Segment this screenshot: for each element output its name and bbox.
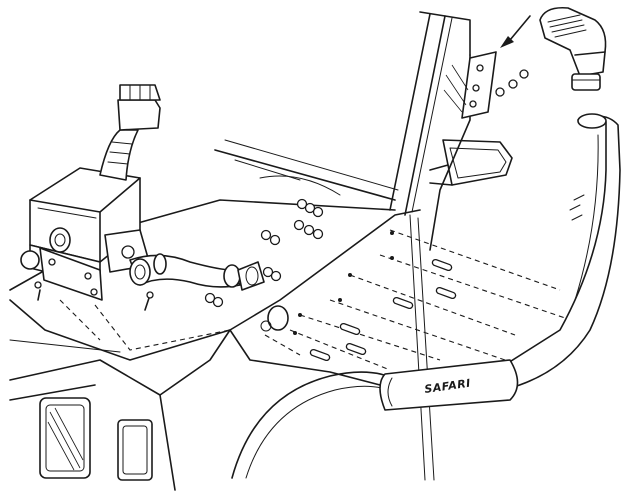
fasteners xyxy=(204,198,324,308)
windscreen-frame-top xyxy=(419,11,471,56)
a-pillar-inner xyxy=(389,13,431,211)
ram-head-collar xyxy=(571,73,601,91)
mounting-studs xyxy=(260,231,457,362)
airbox-top-pipe xyxy=(99,129,139,181)
snorkel-entry-hole xyxy=(267,305,289,331)
bracket-nut xyxy=(495,87,505,97)
grille-panel xyxy=(9,359,176,491)
airbox-inlet xyxy=(49,227,71,253)
ram-head-shell xyxy=(539,6,607,77)
a-pillar-outer xyxy=(404,15,446,216)
hose-clamp xyxy=(129,258,151,286)
door-shut-line xyxy=(409,214,426,481)
side-mirror xyxy=(429,139,513,186)
fender-top xyxy=(229,209,421,331)
fit-arrow-icon xyxy=(500,36,514,48)
mounting-bracket xyxy=(443,51,529,119)
headlight xyxy=(39,397,91,479)
snorkel-base xyxy=(379,359,519,411)
snorkel-logo-text: SAFARI xyxy=(424,377,472,396)
alignment-guides xyxy=(59,229,566,371)
stud-sleeve xyxy=(431,258,453,272)
scuttle-line xyxy=(214,149,396,201)
intake-hose xyxy=(129,253,265,311)
air-ram-head xyxy=(500,6,607,91)
indicator-light xyxy=(117,419,153,481)
airbox xyxy=(20,84,161,301)
nut xyxy=(296,198,308,210)
snorkel-body: SAFARI xyxy=(379,113,621,411)
snorkel-top-opening xyxy=(577,113,607,129)
